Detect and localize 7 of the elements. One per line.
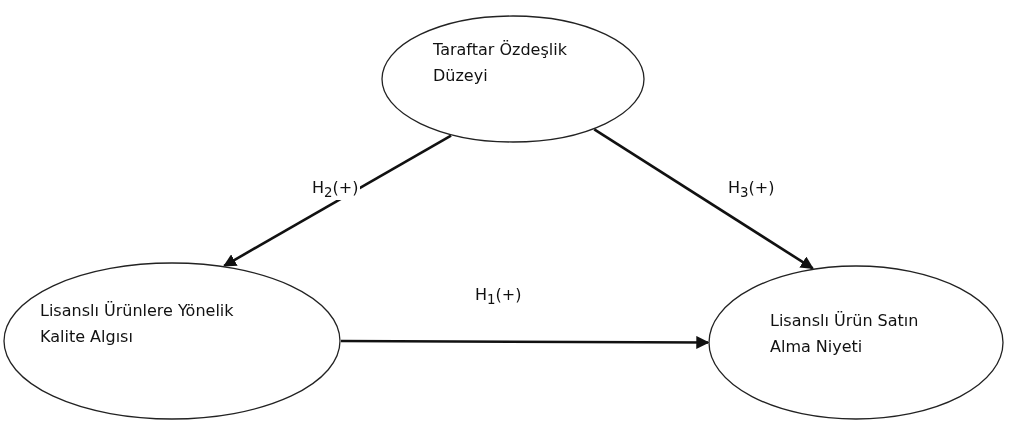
- edge-label: H$_{2}$(+): [310, 178, 361, 201]
- arrow: [341, 335, 710, 349]
- arrow: [593, 128, 814, 270]
- arrow: [223, 134, 452, 267]
- construct-label: Lisanslı Ürün Satın Alma Niyeti: [770, 310, 920, 358]
- construct-label: Lisanslı Ürünlere Yönelik Kalite Algısı: [40, 300, 235, 348]
- construct-label: Taraftar Özdeşlik Düzeyi: [433, 39, 568, 87]
